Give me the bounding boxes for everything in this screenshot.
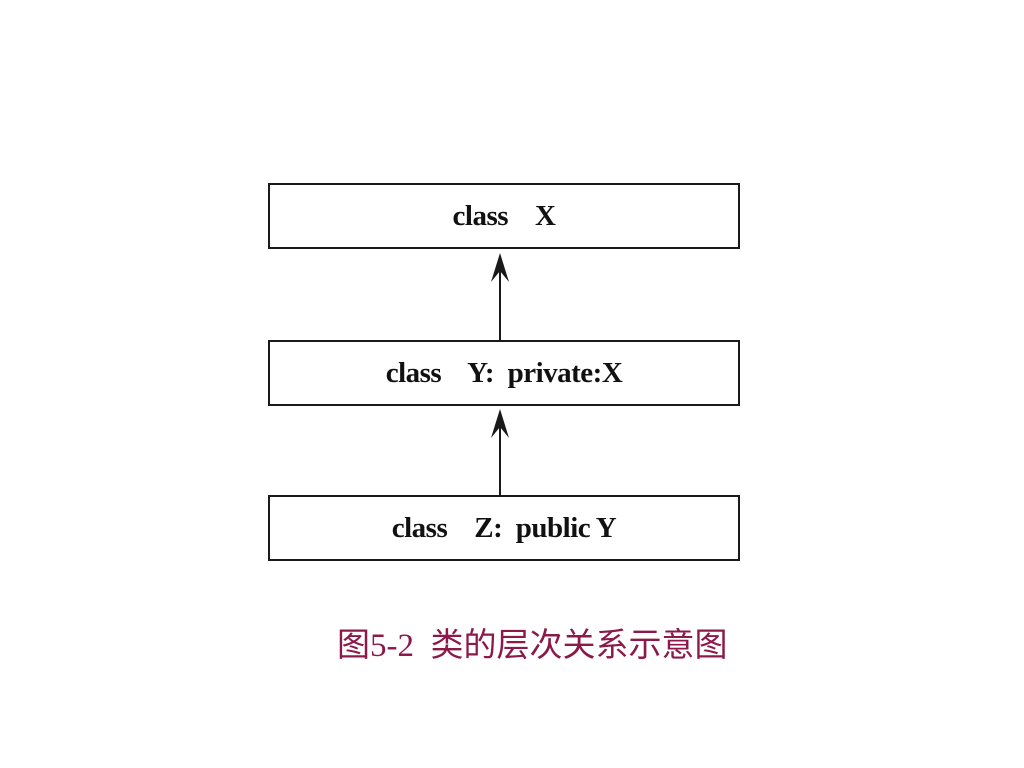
arrow-z-to-y [491, 409, 509, 495]
class-z-box: class Z: public Y [268, 495, 740, 561]
figure-caption: 图5-2 类的层次关系示意图 [337, 628, 728, 664]
class-x-box: class X [268, 183, 740, 249]
class-y-box: class Y: private:X [268, 340, 740, 406]
arrow-z-to-y-head [491, 409, 509, 438]
arrow-y-to-x [491, 253, 509, 340]
arrow-y-to-x-head [491, 253, 509, 282]
